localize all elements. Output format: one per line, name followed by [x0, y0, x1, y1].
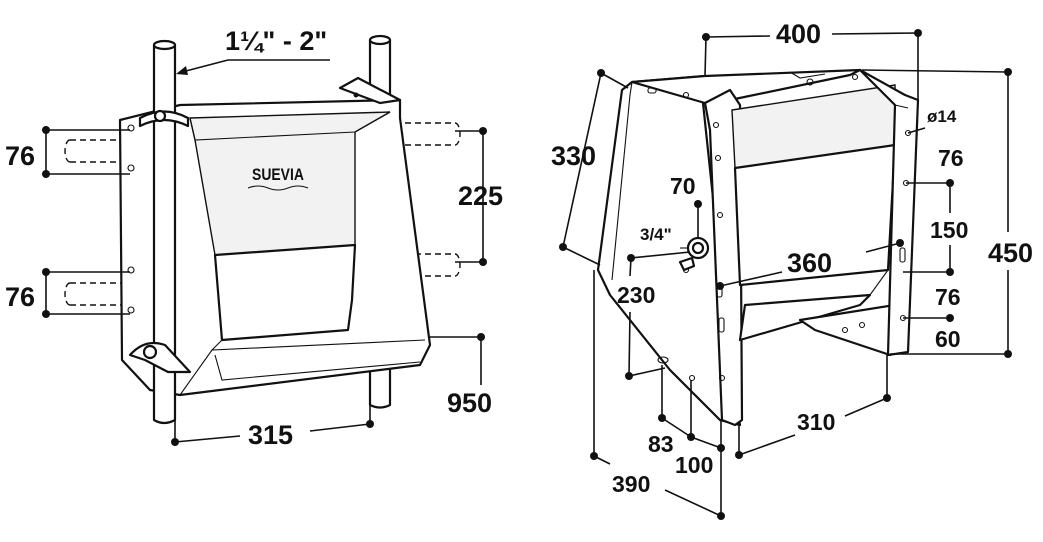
svg-text:950: 950: [447, 388, 492, 418]
dim-450: 450: [861, 68, 1033, 358]
left-vertical-pipe: [128, 39, 192, 425]
svg-text:225: 225: [458, 181, 503, 211]
svg-text:360: 360: [787, 248, 832, 278]
left-view: SUEVIA 1¼" - 2" 76: [5, 26, 503, 450]
trough-body: SUEVIA: [118, 76, 432, 397]
brand-logo: SUEVIA: [252, 166, 304, 185]
thread-size-label: 3/4": [640, 225, 672, 244]
dim-60: 60: [935, 326, 961, 352]
svg-text:60: 60: [935, 326, 961, 352]
svg-text:70: 70: [670, 173, 696, 199]
dim-100: 100: [675, 420, 725, 478]
svg-text:450: 450: [988, 238, 1033, 268]
hole-diameter-label: ø14: [927, 107, 957, 126]
svg-text:150: 150: [930, 217, 968, 243]
pipe-range-label: 1¼" - 2": [225, 26, 327, 56]
dim-pipe-range: 1¼" - 2": [176, 26, 330, 75]
svg-text:83: 83: [648, 431, 674, 457]
dim-150: 150: [903, 183, 968, 276]
svg-text:76: 76: [935, 284, 961, 310]
svg-text:400: 400: [776, 19, 821, 49]
dim-76-lower-right: 76: [903, 284, 961, 322]
dim-76-lower-left: 76: [5, 268, 130, 318]
dim-330: 330: [551, 69, 629, 266]
svg-text:230: 230: [617, 282, 655, 308]
svg-text:100: 100: [675, 452, 713, 478]
dim-76-upper-left: 76: [5, 126, 130, 178]
dim-950: 950: [430, 333, 492, 418]
dim-70: 70: [670, 173, 702, 238]
svg-text:76: 76: [5, 141, 35, 171]
svg-text:390: 390: [612, 471, 650, 497]
horizontal-pipes-dashed: [64, 122, 461, 306]
water-valve-fitting: [678, 236, 710, 272]
dim-230: 230: [617, 251, 691, 380]
dim-76-upper-right: 76: [906, 127, 964, 187]
svg-text:330: 330: [551, 141, 596, 171]
svg-text:310: 310: [797, 409, 835, 435]
dim-400: 400: [702, 19, 922, 100]
dim-360: 360: [716, 239, 904, 290]
dim-315: 315: [171, 405, 374, 450]
svg-text:76: 76: [5, 282, 35, 312]
trough-iso-body: [596, 68, 920, 427]
svg-text:76: 76: [938, 145, 964, 171]
dim-225: 225: [455, 127, 503, 266]
dim-390: 390: [590, 270, 725, 520]
right-view: 400 330 ø14 76 150 76 6: [551, 19, 1033, 520]
dim-310: 310: [735, 355, 891, 459]
svg-text:315: 315: [248, 420, 293, 450]
